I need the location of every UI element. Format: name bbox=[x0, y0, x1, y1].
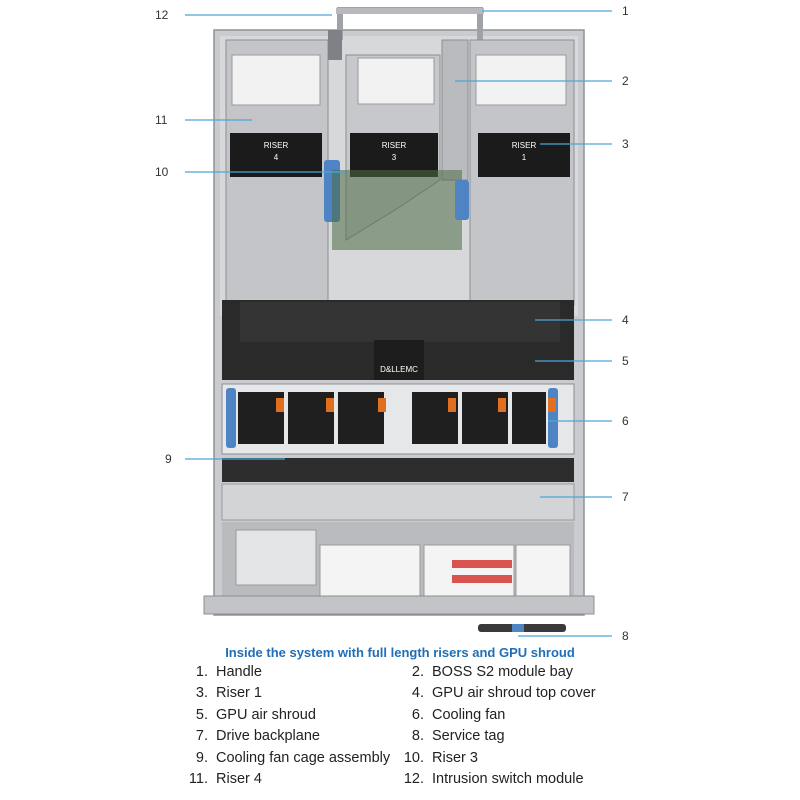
handle bbox=[336, 7, 484, 40]
legend-number: 3. bbox=[195, 685, 208, 702]
callout-2: 2 bbox=[622, 74, 629, 88]
legend-number: 9. bbox=[195, 749, 208, 766]
legend-number: 4. bbox=[411, 685, 424, 702]
boss-s2-module-bay bbox=[441, 39, 469, 181]
callout-1: 1 bbox=[622, 4, 629, 18]
legend-item: 3. Riser 1 bbox=[184, 683, 390, 704]
riser-4-label-line1: RISER bbox=[264, 141, 289, 150]
legend-number: 8. bbox=[411, 728, 424, 745]
front-bezel bbox=[203, 595, 595, 632]
legend-item: 1. Handle bbox=[184, 662, 390, 683]
legend-label: Handle bbox=[216, 664, 262, 680]
brand-logo: D&LLEMC bbox=[380, 365, 418, 374]
legend-label: Riser 3 bbox=[432, 749, 478, 766]
legend-label: GPU air shroud top cover bbox=[432, 685, 596, 702]
legend-label: Riser 1 bbox=[216, 685, 262, 702]
legend-number: 2. bbox=[411, 664, 424, 680]
legend-label: GPU air shroud bbox=[216, 706, 316, 723]
cooling-fans bbox=[238, 392, 556, 444]
legend-item: 11. Riser 4 bbox=[184, 769, 390, 790]
legend-right-column: 2. BOSS S2 module bay 4. GPU air shroud to… bbox=[400, 662, 596, 790]
figure-caption: Inside the system with full length riser… bbox=[225, 645, 575, 660]
legend-item: 10. Riser 3 bbox=[400, 748, 596, 769]
callout-4: 4 bbox=[622, 313, 629, 327]
legend-item: 5. GPU air shroud bbox=[184, 705, 390, 726]
callout-numbers: 1 2 3 4 5 6 7 8 9 10 11 12 bbox=[155, 4, 629, 643]
legend-number: 7. bbox=[195, 728, 208, 745]
legend-number: 1. bbox=[195, 664, 208, 680]
callout-5: 5 bbox=[622, 354, 629, 368]
legend-item: 12. Intrusion switch module bbox=[400, 769, 596, 790]
callout-10: 10 bbox=[155, 165, 169, 179]
legend-number: 5. bbox=[195, 706, 208, 723]
legend-item: 2. BOSS S2 module bay bbox=[400, 662, 596, 683]
callout-6: 6 bbox=[622, 414, 629, 428]
callout-3: 3 bbox=[622, 137, 629, 151]
legend-label: BOSS S2 module bay bbox=[432, 664, 574, 680]
riser-1-label-line2: 1 bbox=[522, 153, 527, 162]
legend-number: 6. bbox=[411, 706, 424, 723]
cooling-fan bbox=[338, 392, 384, 444]
callout-8: 8 bbox=[622, 629, 629, 643]
riser-3-label-line1: RISER bbox=[382, 141, 407, 150]
legend-label: Cooling fan bbox=[432, 706, 506, 723]
legend-label: Service tag bbox=[432, 728, 505, 745]
gpu-air-shroud: D&LLEMC bbox=[222, 300, 574, 380]
legend-item: 4. GPU air shroud top cover bbox=[400, 683, 596, 704]
intrusion-switch-module bbox=[328, 30, 342, 60]
legend-number: 12. bbox=[403, 770, 424, 787]
riser-1: RISER 1 bbox=[455, 39, 575, 306]
server-diagram: RISER 4 RISER 3 RISER 1 D&LLEMC bbox=[155, 4, 629, 643]
riser-1-latch bbox=[455, 180, 469, 220]
legend-label: Drive backplane bbox=[216, 728, 320, 745]
legend-left-column: 1. Handle 3. Riser 1 5. GPU air shroud 7. Dr… bbox=[184, 662, 390, 790]
legend-item: 8. Service tag bbox=[400, 726, 596, 747]
callout-7: 7 bbox=[622, 490, 629, 504]
legend-number: 11. bbox=[188, 770, 208, 787]
legend-number: 10. bbox=[403, 749, 424, 766]
motherboard bbox=[332, 170, 462, 250]
drive-backplane bbox=[221, 458, 575, 521]
legend-label: Intrusion switch module bbox=[432, 770, 584, 787]
legend-label: Cooling fan cage assembly bbox=[216, 749, 391, 766]
callout-12: 12 bbox=[155, 8, 169, 22]
legend-item: 6. Cooling fan bbox=[400, 705, 596, 726]
callout-9: 9 bbox=[165, 452, 172, 466]
legend-label: Riser 4 bbox=[216, 770, 262, 787]
callout-lines bbox=[185, 10, 612, 637]
callout-11: 11 bbox=[155, 113, 168, 127]
legend-item: 9. Cooling fan cage assembly bbox=[184, 748, 390, 769]
riser-3-label-line2: 3 bbox=[392, 153, 397, 162]
legend-item: 7. Drive backplane bbox=[184, 726, 390, 747]
riser-4-label-line2: 4 bbox=[274, 153, 279, 162]
gpu-air-shroud-top-cover bbox=[240, 302, 560, 342]
riser-1-label-line1: RISER bbox=[512, 141, 537, 150]
cooling-fan bbox=[512, 392, 546, 444]
